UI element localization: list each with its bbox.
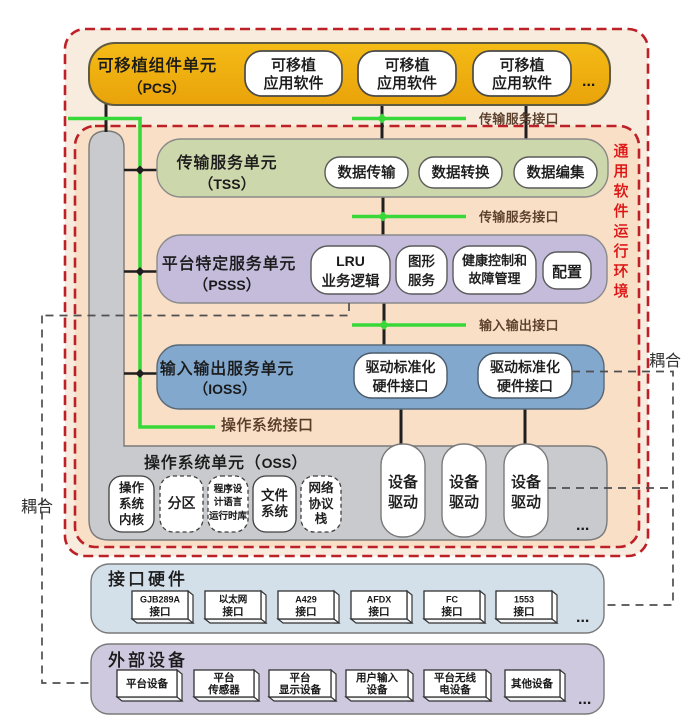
svg-text:硬件接口: 硬件接口	[497, 378, 553, 395]
svg-text:外部设备: 外部设备	[108, 651, 188, 670]
svg-text:（TSS）: （TSS）	[198, 176, 255, 193]
svg-text:设备: 设备	[367, 683, 388, 696]
svg-text:...: ...	[582, 73, 595, 90]
svg-text:系统: 系统	[261, 504, 288, 519]
svg-text:驱动: 驱动	[449, 494, 479, 511]
svg-text:操作系统接口: 操作系统接口	[221, 417, 313, 434]
svg-text:数据传输: 数据传输	[338, 165, 396, 182]
svg-text:输入输出服务单元: 输入输出服务单元	[160, 360, 294, 378]
svg-text:运行时库: 运行时库	[209, 510, 248, 522]
svg-text:平台: 平台	[290, 671, 311, 684]
svg-text:1553: 1553	[514, 595, 534, 605]
svg-text:接口: 接口	[442, 605, 463, 618]
svg-text:传输服务接口: 传输服务接口	[479, 210, 559, 225]
svg-text:驱动: 驱动	[511, 494, 541, 511]
svg-text:平台无线: 平台无线	[434, 671, 476, 684]
svg-text:耦合: 耦合	[21, 498, 53, 516]
svg-text:用户输入: 用户输入	[356, 671, 398, 684]
svg-text:健康控制和: 健康控制和	[462, 253, 527, 268]
svg-text:接口: 接口	[369, 605, 390, 618]
svg-text:通: 通	[613, 143, 628, 160]
svg-text:件: 件	[613, 203, 628, 220]
svg-text:协议: 协议	[308, 496, 334, 511]
svg-text:耦合: 耦合	[649, 352, 681, 370]
svg-text:服务: 服务	[408, 273, 435, 288]
svg-text:软: 软	[613, 183, 628, 200]
svg-text:电设备: 电设备	[439, 683, 471, 696]
svg-text:应用软件: 应用软件	[492, 74, 552, 92]
svg-text:接口硬件: 接口硬件	[108, 570, 188, 589]
svg-text:设备: 设备	[511, 474, 541, 491]
svg-text:可移植: 可移植	[271, 57, 316, 74]
svg-text:内核: 内核	[119, 513, 145, 527]
svg-text:显示设备: 显示设备	[279, 683, 321, 696]
svg-text:平台特定服务单元: 平台特定服务单元	[162, 255, 296, 273]
svg-text:可移植: 可移植	[499, 57, 544, 74]
svg-text:接口: 接口	[150, 605, 171, 618]
svg-text:用: 用	[613, 164, 628, 180]
svg-text:AFDX: AFDX	[367, 595, 392, 605]
svg-text:可移植组件单元: 可移植组件单元	[97, 56, 217, 75]
svg-text:以太网: 以太网	[219, 594, 248, 606]
svg-text:（PCS）: （PCS）	[128, 80, 187, 97]
svg-text:业务逻辑: 业务逻辑	[322, 273, 380, 290]
svg-text:输入输出接口: 输入输出接口	[479, 318, 559, 333]
svg-text:文件: 文件	[261, 488, 288, 503]
svg-text:故障管理: 故障管理	[468, 271, 520, 286]
svg-text:驱动: 驱动	[388, 494, 418, 511]
svg-text:传输服务单元: 传输服务单元	[177, 154, 278, 172]
svg-text:硬件接口: 硬件接口	[373, 378, 429, 395]
svg-text:...: ...	[576, 609, 589, 626]
svg-text:操作: 操作	[119, 480, 145, 495]
svg-text:...: ...	[578, 691, 591, 708]
svg-text:境: 境	[613, 282, 628, 300]
svg-text:程序设: 程序设	[214, 483, 243, 495]
svg-text:传感器: 传感器	[208, 683, 240, 696]
svg-text:（PSSS）: （PSSS）	[193, 277, 260, 294]
svg-text:...: ...	[576, 517, 589, 534]
svg-text:设备: 设备	[388, 474, 418, 491]
svg-text:接口: 接口	[296, 605, 317, 618]
svg-text:数据转换: 数据转换	[432, 165, 490, 182]
svg-text:（IOSS）: （IOSS）	[193, 381, 257, 398]
svg-text:驱动标准化: 驱动标准化	[366, 360, 436, 376]
svg-text:图形: 图形	[408, 254, 435, 269]
svg-text:FC: FC	[446, 595, 458, 605]
svg-text:栈: 栈	[315, 511, 328, 526]
svg-text:分区: 分区	[168, 496, 196, 512]
svg-text:可移植: 可移植	[384, 57, 429, 74]
svg-text:驱动标准化: 驱动标准化	[490, 360, 560, 376]
svg-text:设备: 设备	[449, 474, 479, 491]
svg-text:LRU: LRU	[336, 253, 365, 269]
svg-text:其他设备: 其他设备	[511, 677, 553, 690]
svg-text:平台设备: 平台设备	[126, 677, 168, 690]
svg-text:配置: 配置	[552, 264, 582, 281]
svg-text:数据编集: 数据编集	[527, 165, 585, 182]
svg-text:系统: 系统	[119, 497, 144, 511]
svg-text:接口: 接口	[223, 605, 244, 618]
svg-text:接口: 接口	[514, 605, 535, 618]
svg-text:传输服务接口: 传输服务接口	[479, 112, 559, 127]
svg-text:应用软件: 应用软件	[263, 74, 323, 92]
svg-text:平台: 平台	[214, 671, 235, 684]
svg-text:网络: 网络	[308, 480, 334, 495]
svg-text:操作系统单元（OSS）: 操作系统单元（OSS）	[144, 454, 308, 472]
svg-text:A429: A429	[295, 595, 317, 605]
svg-text:计语言: 计语言	[214, 496, 243, 508]
svg-text:应用软件: 应用软件	[377, 74, 437, 92]
svg-text:运: 运	[613, 223, 628, 240]
svg-text:环: 环	[613, 264, 628, 280]
svg-text:GJB289A: GJB289A	[140, 595, 181, 605]
svg-text:行: 行	[613, 243, 628, 260]
